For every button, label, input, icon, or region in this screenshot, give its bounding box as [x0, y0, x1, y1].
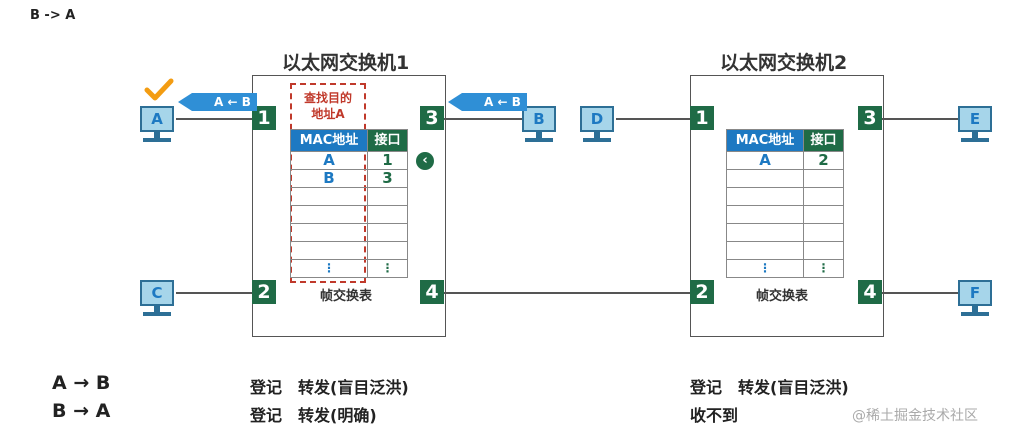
- switch2-ellipsis-mac: ⋮: [726, 259, 804, 278]
- watermark: @稀土掘金技术社区: [852, 408, 978, 424]
- legend-row1-sw2: 登记 转发(盲目泛洪): [690, 378, 849, 397]
- wire-sw1-b: [444, 118, 522, 120]
- lookup-note: 查找目的 地址A: [290, 90, 366, 122]
- host-b-computer-icon: B: [522, 106, 556, 146]
- table-row: ⋮ ⋮: [726, 259, 844, 278]
- switch1-row2-mac: B: [290, 169, 368, 188]
- legend-row2-sw1: 登记 转发(明确): [250, 406, 377, 425]
- arrow-left-icon: [178, 93, 192, 111]
- host-a-computer-icon: A: [140, 106, 174, 146]
- wire-sw1-sw2: [444, 292, 690, 294]
- switch2-port-1: 1: [690, 106, 714, 130]
- table-row: [726, 205, 844, 224]
- lookup-note-line1: 查找目的: [303, 91, 352, 105]
- switch2-title: 以太网交换机2: [720, 52, 848, 74]
- table-row: [726, 241, 844, 260]
- wire-a-sw1: [176, 118, 252, 120]
- switch2-row1-mac: A: [726, 151, 804, 170]
- frame-tag-right: A ← B: [448, 93, 527, 111]
- host-d-computer-icon: D: [580, 106, 614, 146]
- switch2-port-2: 2: [690, 280, 714, 304]
- table-row: A 2: [726, 151, 844, 170]
- table-row: [726, 169, 844, 188]
- legend-row2-flow: B → A: [52, 400, 111, 422]
- host-b-label: B: [522, 106, 556, 132]
- check-mark-icon: [144, 78, 174, 101]
- host-f-computer-icon: F: [958, 280, 992, 320]
- table-row: [290, 205, 408, 224]
- switch1-table-label: 帧交换表: [320, 289, 373, 304]
- lookup-note-line2: 地址A: [311, 107, 345, 121]
- table-row: [290, 223, 408, 242]
- wire-c-sw1: [176, 292, 252, 294]
- frame-tag-left: A ← B: [178, 93, 257, 111]
- arrow-left-icon: [448, 93, 462, 111]
- table-row: B 3: [290, 169, 408, 188]
- switch1-header-port: 接口: [367, 129, 408, 152]
- switch2-header-port: 接口: [803, 129, 844, 152]
- host-f-label: F: [958, 280, 992, 306]
- switch2-row1-port: 2: [803, 151, 844, 170]
- host-c-label: C: [140, 280, 174, 306]
- wire-sw2-e: [882, 118, 958, 120]
- switch2-port-3: 3: [858, 106, 882, 130]
- host-a-label: A: [140, 106, 174, 132]
- legend-row1-flow: A → B: [52, 372, 111, 394]
- legend-row2-sw2: 收不到: [690, 406, 739, 425]
- host-e-computer-icon: E: [958, 106, 992, 146]
- switch2-table: MAC地址 接口 A 2 ⋮ ⋮: [726, 129, 844, 278]
- switch1-port-4: 4: [420, 280, 444, 304]
- table-row: [290, 187, 408, 206]
- wire-d-sw2: [616, 118, 690, 120]
- switch1-row1-port: 1: [367, 151, 408, 170]
- chevron-left-icon: ‹: [416, 152, 434, 170]
- corner-label: B -> A: [30, 8, 76, 23]
- frame-tag-left-text: A ← B: [214, 95, 251, 109]
- switch1-ellipsis-mac: ⋮: [290, 259, 368, 278]
- switch1-row1-mac: A: [290, 151, 368, 170]
- switch1-ellipsis-port: ⋮: [367, 259, 408, 278]
- switch2-table-label: 帧交换表: [756, 289, 809, 304]
- switch1-table: MAC地址 接口 A 1 B 3 ⋮ ⋮: [290, 129, 408, 278]
- switch1-title: 以太网交换机1: [282, 52, 410, 74]
- switch2-ellipsis-port: ⋮: [803, 259, 844, 278]
- switch1-header-mac: MAC地址: [290, 129, 368, 152]
- table-row: [726, 187, 844, 206]
- table-row: ⋮ ⋮: [290, 259, 408, 278]
- wire-sw2-f: [882, 292, 958, 294]
- frame-tag-right-text: A ← B: [484, 95, 521, 109]
- switch1-port-3: 3: [420, 106, 444, 130]
- host-c-computer-icon: C: [140, 280, 174, 320]
- legend-row1-sw1: 登记 转发(盲目泛洪): [250, 378, 409, 397]
- host-d-label: D: [580, 106, 614, 132]
- table-row: A 1: [290, 151, 408, 170]
- switch1-row2-port: 3: [367, 169, 408, 188]
- table-row: [290, 241, 408, 260]
- host-e-label: E: [958, 106, 992, 132]
- switch2-port-4: 4: [858, 280, 882, 304]
- switch2-header-mac: MAC地址: [726, 129, 804, 152]
- table-row: [726, 223, 844, 242]
- switch1-port-2: 2: [252, 280, 276, 304]
